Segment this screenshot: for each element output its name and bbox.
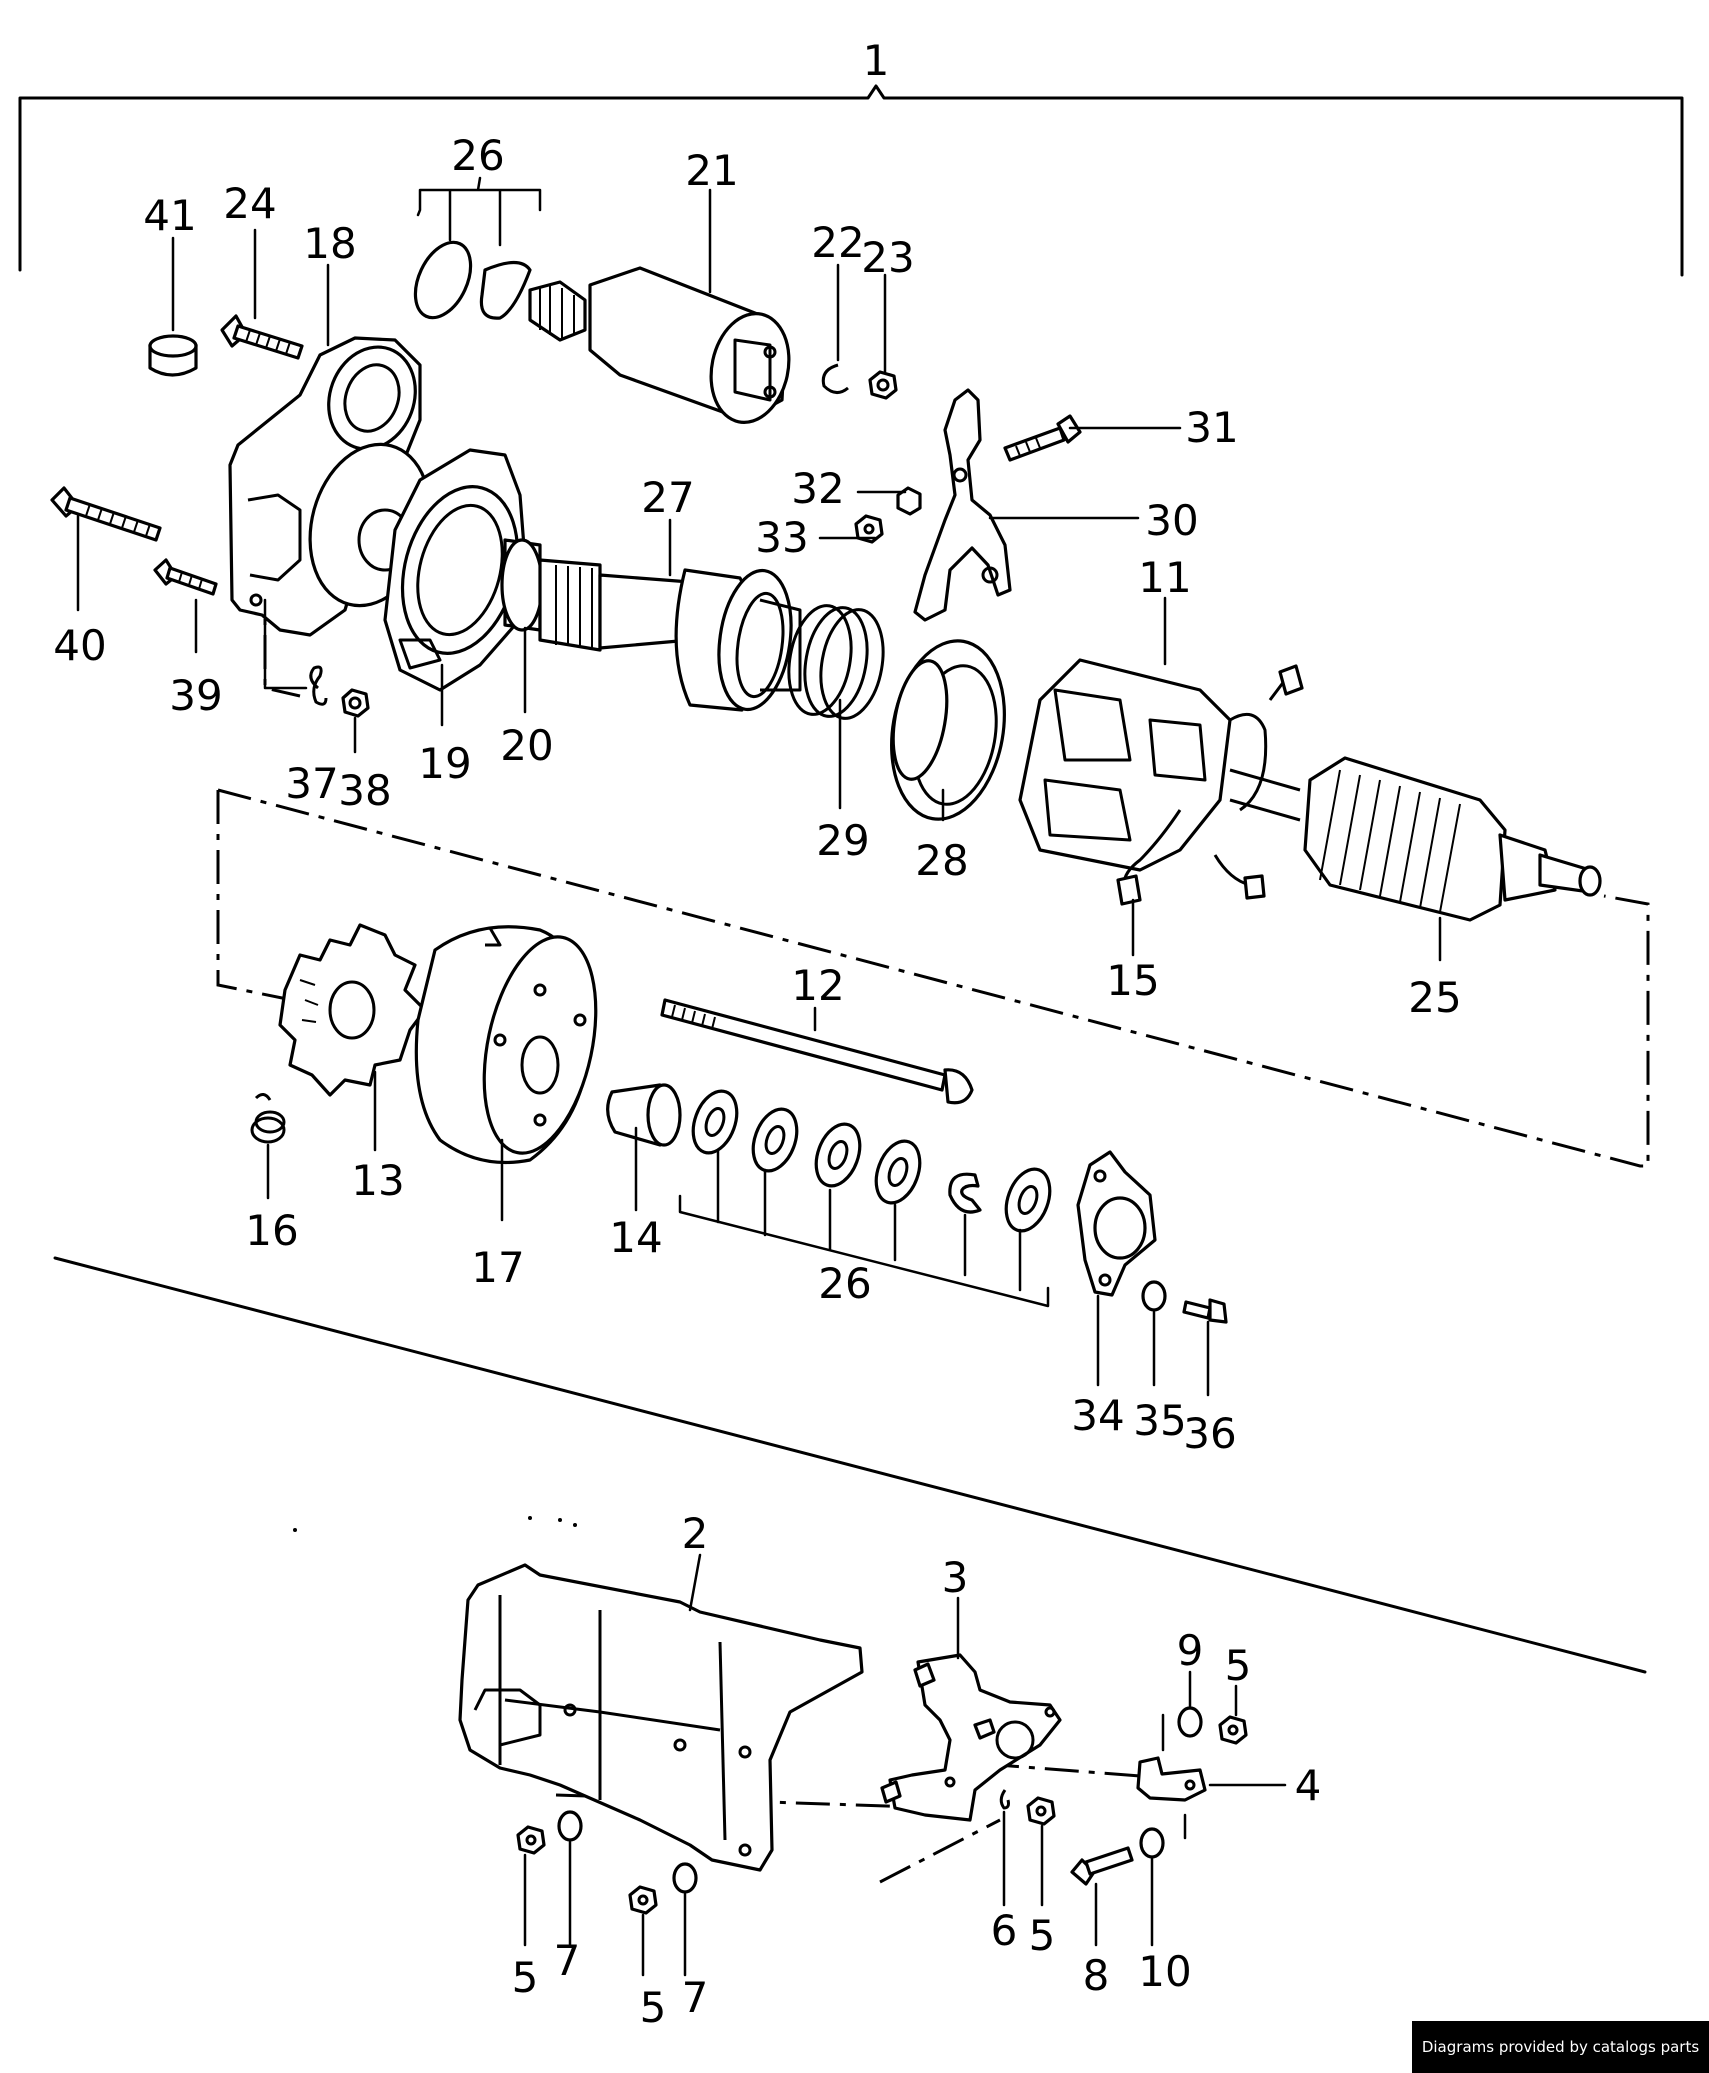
callout-28: 28 bbox=[915, 836, 968, 885]
callout-38: 38 bbox=[338, 766, 391, 815]
callout-32: 32 bbox=[791, 464, 844, 513]
callout-12: 12 bbox=[791, 961, 844, 1010]
nut-5-mid bbox=[1026, 1796, 1056, 1826]
callout-1: 1 bbox=[863, 36, 890, 85]
bushing-41 bbox=[148, 334, 198, 377]
solenoid-21 bbox=[528, 266, 791, 424]
washer-35 bbox=[1141, 1280, 1167, 1312]
bracket-4 bbox=[1136, 1756, 1207, 1802]
cover-34 bbox=[1076, 1150, 1157, 1297]
bolt-8 bbox=[1070, 1846, 1134, 1886]
end-housing-18 bbox=[228, 336, 432, 637]
callout-2: 2 bbox=[682, 1509, 709, 1558]
callout-36: 36 bbox=[1183, 1409, 1236, 1458]
studs bbox=[880, 1662, 996, 1804]
callout-35: 35 bbox=[1133, 1396, 1186, 1445]
callout-15: 15 bbox=[1106, 956, 1159, 1005]
washer-7-left-b bbox=[672, 1862, 698, 1894]
sleeve-14 bbox=[606, 1083, 682, 1147]
cable-15 bbox=[1116, 809, 1266, 906]
collar-20 bbox=[500, 538, 544, 632]
washer-10 bbox=[1139, 1827, 1165, 1859]
callout-5-left-b: 5 bbox=[640, 1983, 667, 2032]
clip-6 bbox=[999, 1789, 1010, 1810]
callout-20: 20 bbox=[500, 721, 553, 770]
callout-37: 37 bbox=[285, 759, 338, 808]
drive-pinion-27 bbox=[538, 558, 802, 712]
callout-5-mid: 5 bbox=[1029, 1911, 1056, 1960]
callout-7-left-a: 7 bbox=[554, 1936, 581, 1985]
washer-9 bbox=[1177, 1706, 1203, 1738]
nut-23 bbox=[868, 370, 898, 400]
callout-39: 39 bbox=[169, 671, 222, 720]
callout-29: 29 bbox=[816, 816, 869, 865]
field-frame-11 bbox=[1018, 658, 1304, 872]
callout-24: 24 bbox=[223, 179, 276, 228]
washer-7-left-a bbox=[557, 1810, 583, 1842]
callout-labels: 1 2 3 4 5 5 5 5 6 7 7 8 9 10 11 12 13 14… bbox=[53, 36, 1461, 2032]
separator-line bbox=[53, 1256, 1647, 1674]
callout-14: 14 bbox=[609, 1213, 662, 1262]
callout-25: 25 bbox=[1408, 973, 1461, 1022]
brush-plate-13 bbox=[278, 923, 427, 1097]
bolt-40 bbox=[50, 486, 162, 542]
callout-26-upper: 26 bbox=[451, 131, 504, 180]
callout-21: 21 bbox=[685, 146, 738, 195]
callout-10: 10 bbox=[1138, 1947, 1191, 1996]
nut-32 bbox=[896, 486, 922, 516]
spring-29 bbox=[787, 604, 885, 720]
nut-5-right bbox=[1218, 1715, 1248, 1745]
callout-23: 23 bbox=[861, 233, 914, 282]
callout-16: 16 bbox=[245, 1206, 298, 1255]
callout-33: 33 bbox=[755, 513, 808, 562]
callout-5-right: 5 bbox=[1225, 1641, 1252, 1690]
callout-41: 41 bbox=[143, 191, 196, 240]
callout-9: 9 bbox=[1177, 1626, 1204, 1675]
flange-19 bbox=[383, 448, 527, 692]
leader-lines bbox=[76, 176, 1442, 1977]
shim-26-lower-set bbox=[691, 1089, 1052, 1233]
scan-specks bbox=[293, 1516, 577, 1532]
callout-18: 18 bbox=[303, 219, 356, 268]
callout-22: 22 bbox=[811, 218, 864, 267]
brush-ring-28 bbox=[890, 639, 1006, 821]
callout-30: 30 bbox=[1145, 496, 1198, 545]
callout-3: 3 bbox=[942, 1553, 969, 1602]
spring-16 bbox=[250, 1093, 286, 1144]
clip-22 bbox=[821, 363, 849, 394]
shim-26-upper bbox=[413, 240, 532, 320]
callout-6: 6 bbox=[991, 1906, 1018, 1955]
callout-31: 31 bbox=[1185, 403, 1238, 452]
through-bolt-12 bbox=[660, 998, 974, 1105]
callout-8: 8 bbox=[1083, 1951, 1110, 2000]
callout-13: 13 bbox=[351, 1156, 404, 1205]
callout-27: 27 bbox=[641, 473, 694, 522]
callout-19: 19 bbox=[418, 739, 471, 788]
assembly-bracket bbox=[18, 84, 1684, 277]
callout-26-lower: 26 bbox=[818, 1259, 871, 1308]
callout-7-left-b: 7 bbox=[682, 1973, 709, 2022]
nut-38 bbox=[341, 688, 370, 718]
callout-5-left-a: 5 bbox=[512, 1953, 539, 2002]
screw-24 bbox=[220, 314, 304, 360]
callout-11: 11 bbox=[1138, 553, 1191, 602]
nut-5-left-b bbox=[628, 1885, 658, 1915]
callout-17: 17 bbox=[471, 1243, 524, 1292]
armature-25 bbox=[1229, 756, 1602, 922]
callout-40: 40 bbox=[53, 621, 106, 670]
screw-31 bbox=[1003, 414, 1082, 462]
nut-5-left-a bbox=[516, 1825, 546, 1855]
shift-lever-30 bbox=[913, 388, 1012, 622]
credit-banner: Diagrams provided by catalogs parts bbox=[1412, 2021, 1709, 2073]
heat-shield-2 bbox=[458, 1563, 864, 1872]
screw-36 bbox=[1182, 1298, 1228, 1324]
bracket-3 bbox=[888, 1653, 1062, 1822]
callout-4: 4 bbox=[1295, 1761, 1322, 1810]
screw-39 bbox=[153, 558, 218, 596]
callout-34: 34 bbox=[1071, 1391, 1124, 1440]
end-cap-17 bbox=[414, 925, 598, 1165]
clip-37 bbox=[309, 665, 328, 706]
